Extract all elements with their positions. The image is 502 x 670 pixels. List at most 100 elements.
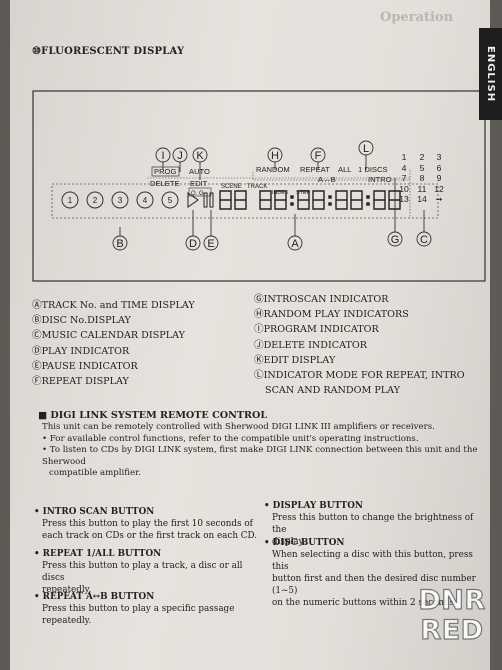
legend-item-delete: ⒿDELETE INDICATOR [254, 339, 368, 351]
bleed-through-heading: Operation [380, 10, 454, 25]
calendar-1: 1 [402, 152, 407, 162]
intro-indicator: INTRO [368, 175, 392, 184]
seven-segment-digit [259, 190, 272, 210]
step-label: STEP [296, 190, 310, 196]
callout-j: J [177, 150, 183, 162]
calendar-2: 2 [420, 152, 425, 162]
legend-item-repeat: ⒻREPEAT DISPLAY [32, 376, 129, 388]
disc-3: 3 [118, 196, 123, 205]
callout-e: E [207, 238, 214, 250]
edit-indicator: EDIT [190, 179, 208, 188]
ab-indicator: A↔B [318, 175, 336, 184]
scene-label: SCENE [221, 184, 242, 190]
legend-item-edit: ⓀEDIT DISPLAY [254, 354, 336, 366]
seven-segment-digits [219, 190, 401, 210]
seven-segment-digit [297, 190, 310, 210]
calendar-11: 11 [418, 184, 427, 194]
disc-number-display: 1 2 3 4 5 [61, 191, 179, 209]
digit-colon [290, 202, 294, 206]
calendar-6: 6 [437, 163, 442, 173]
legend-item-play: ⒹPLAY INDICATOR [32, 345, 130, 357]
all-indicator: ALL [338, 165, 352, 174]
intro-scan-button-desc: • INTRO SCAN BUTTON Press this button to… [34, 507, 258, 541]
digit-colon [328, 202, 332, 206]
button-title: • DISC BUTTON [264, 538, 345, 548]
callout-markers: I J K H F L B D E A G C [112, 140, 432, 251]
calendar-3: 3 [437, 152, 442, 162]
calendar-5: 5 [420, 163, 425, 173]
button-title: • REPEAT 1/ALL BUTTON [34, 549, 162, 559]
disc-5: 5 [168, 196, 173, 205]
legend-item-indicator-mode: ⓁINDICATOR MODE FOR REPEAT, INTRO [254, 370, 465, 382]
legend-item-disc-no: ⒷDISC No.DISPLAY [32, 315, 131, 327]
callout-f: F [315, 150, 322, 162]
callout-g: G [391, 234, 400, 246]
seven-segment-digit [234, 190, 247, 210]
legend-right: ⒼINTROSCAN INDICATOR ⒽRANDOM PLAY INDICA… [254, 292, 465, 398]
seven-segment-digit [219, 190, 232, 210]
callout-k: K [196, 150, 204, 162]
legend-item-pause: ⒺPAUSE INDICATOR [32, 360, 138, 372]
calendar-10: 10 [399, 184, 409, 194]
prog-indicator: PROG [154, 167, 176, 176]
delete-indicator: DELETE [150, 179, 180, 188]
legend-item-introscan: ⒼINTROSCAN INDICATOR [254, 294, 389, 305]
disc-2: 2 [93, 196, 98, 205]
digit-colon [366, 202, 370, 206]
digit-colon [366, 195, 370, 199]
button-title: • REPEAT A↔B BUTTON [34, 592, 155, 602]
music-calendar-display: 1 2 3 4 5 6 7 8 9 10 11 12 13 14 ➞ [399, 152, 444, 204]
repeat-ab-button-desc: • REPEAT A↔B BUTTON Press this button to… [34, 591, 259, 627]
button-title: • DISPLAY BUTTON [264, 501, 363, 511]
callout-d: D [189, 238, 197, 250]
language-tab: ENGLISH [479, 28, 502, 120]
callout-b: B [116, 238, 123, 250]
manual-page: Operation ⑩FLUORESCENT DISPLAY I J K H F… [10, 0, 490, 670]
calendar-arrow-icon: ➞ [435, 194, 443, 204]
legend-left: ⒶTRACK No. and TIME DISPLAY ⒷDISC No.DIS… [32, 298, 195, 389]
callout-a: A [291, 238, 299, 250]
disc-1: 1 [68, 196, 73, 205]
seven-segment-digit [274, 190, 287, 210]
seven-segment-digit [335, 190, 348, 210]
pause-icon [203, 192, 214, 208]
repeat-all-button-desc: • REPEAT 1/ALL BUTTON Press this button … [34, 548, 259, 596]
watermark-logo: DNR RED [418, 585, 486, 646]
disc-4: 4 [143, 196, 148, 205]
track-label: TRACK [247, 184, 267, 190]
section-title: ⑩FLUORESCENT DISPLAY [32, 46, 185, 57]
legend-item-random: ⒽRANDOM PLAY INDICATORS [254, 309, 409, 321]
digilink-line: This unit can be remotely controlled wit… [42, 422, 435, 432]
seven-segment-digit [312, 190, 325, 210]
auto-indicator: AUTO [189, 167, 210, 176]
digit-colon [328, 195, 332, 199]
calendar-4: 4 [402, 163, 407, 173]
callout-h: H [271, 150, 279, 162]
digilink-body: This unit can be remotely controlled wit… [42, 422, 482, 480]
digit-colon [290, 195, 294, 199]
calendar-9: 9 [437, 173, 442, 183]
calendar-8: 8 [420, 173, 425, 183]
legend-item-music-calendar: ⒸMUSIC CALENDAR DISPLAY [32, 330, 185, 342]
disc-button-desc: • DISC BUTTON When selecting a disc with… [264, 537, 486, 609]
fluorescent-display-diagram: I J K H F L B D E A G C PROG [32, 90, 486, 282]
repeat-indicator: REPEAT [300, 165, 330, 174]
edit-box: Q. G [191, 191, 204, 197]
digilink-line: • For available control functions, refer… [42, 433, 419, 444]
calendar-7: 7 [402, 173, 407, 183]
seven-segment-digit [350, 190, 363, 210]
discs-indicator: 1 DISCS [358, 165, 388, 174]
digilink-title: ■ DIGI LINK SYSTEM REMOTE CONTROL [38, 410, 268, 421]
calendar-13: 13 [399, 194, 409, 204]
seven-segment-digit [388, 190, 401, 210]
digilink-line: • To listen to CDs by DIGI LINK system, … [42, 445, 478, 467]
calendar-14: 14 [417, 194, 427, 204]
callout-l: L [363, 143, 369, 155]
index-label: INDEX [272, 190, 289, 196]
calendar-12: 12 [434, 184, 444, 194]
digilink-line: compatible amplifier. [49, 468, 142, 478]
display-button-desc: • DISPLAY BUTTON Press this button to ch… [264, 500, 486, 548]
seven-segment-digit [373, 190, 386, 210]
play-icon [187, 192, 199, 208]
legend-item-indicator-mode-cont: SCAN AND RANDOM PLAY [265, 385, 401, 397]
